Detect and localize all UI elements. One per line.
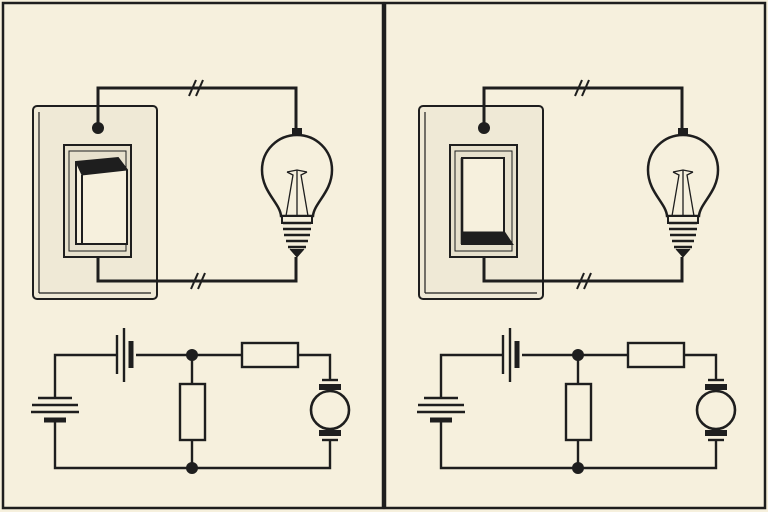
rocker-switch-on-icon — [460, 157, 514, 245]
panel-left — [31, 80, 349, 474]
panel-frame-left — [1, 1, 385, 510]
panel-right — [417, 80, 735, 474]
panel-frame-right — [383, 1, 767, 510]
rocker-switch-off-icon — [75, 156, 128, 245]
